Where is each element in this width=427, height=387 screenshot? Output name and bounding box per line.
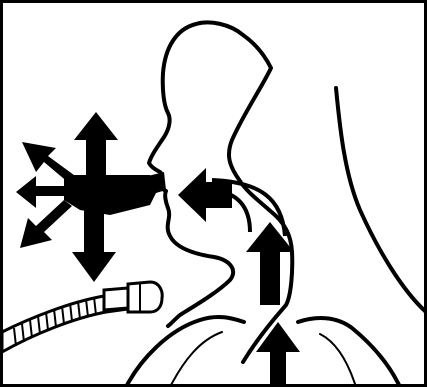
torso-contour: [336, 88, 426, 312]
mouth-arrow: [178, 168, 232, 222]
burst-arrows-icon: [16, 112, 166, 282]
lungs-inner-contour: [170, 332, 356, 387]
flexible-tube-icon: [2, 282, 162, 352]
